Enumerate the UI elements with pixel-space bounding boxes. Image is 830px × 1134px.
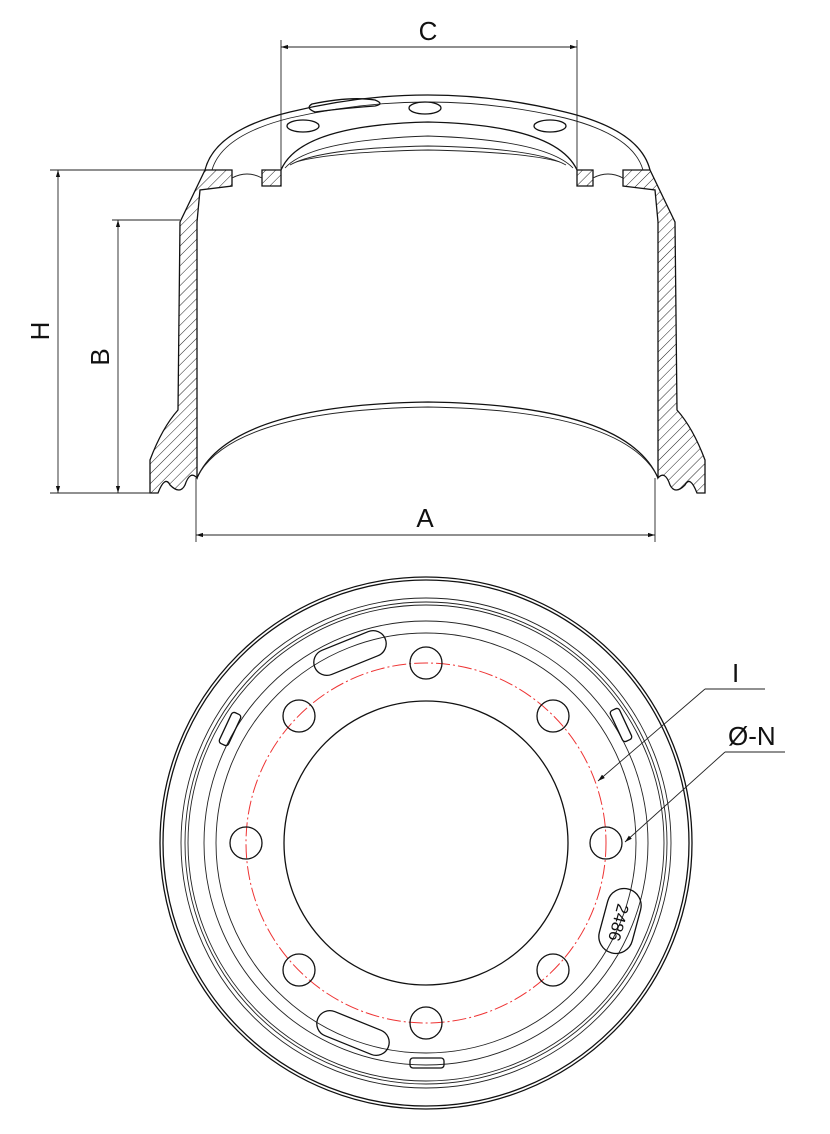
- dimension-c: C: [280, 16, 578, 170]
- dimension-a: A: [195, 478, 656, 542]
- slot: [316, 1009, 390, 1057]
- dimension-label-b: B: [85, 348, 115, 365]
- plan-view: 2486: [159, 576, 693, 1110]
- dimension-label-c: C: [419, 16, 438, 46]
- bolt-circle: [245, 662, 607, 1024]
- dimension-h: H: [25, 169, 205, 494]
- bolt-holes: [229, 646, 623, 1040]
- leader-n: Ø-N: [624, 721, 785, 843]
- dimension-b: B: [85, 219, 180, 493]
- center-bore: [283, 700, 569, 986]
- left-wall-section: [149, 169, 233, 494]
- leader-i: I: [597, 658, 765, 782]
- dimension-label-a: A: [416, 503, 434, 533]
- right-wall-section: [622, 169, 706, 494]
- label-diameter-n: Ø-N: [728, 721, 776, 751]
- part-marking-badge: [598, 887, 642, 955]
- part-marking: 2486: [604, 902, 632, 943]
- label-i: I: [732, 658, 739, 688]
- section-view: [149, 94, 706, 494]
- dimension-label-h: H: [25, 322, 55, 341]
- slot: [313, 629, 387, 677]
